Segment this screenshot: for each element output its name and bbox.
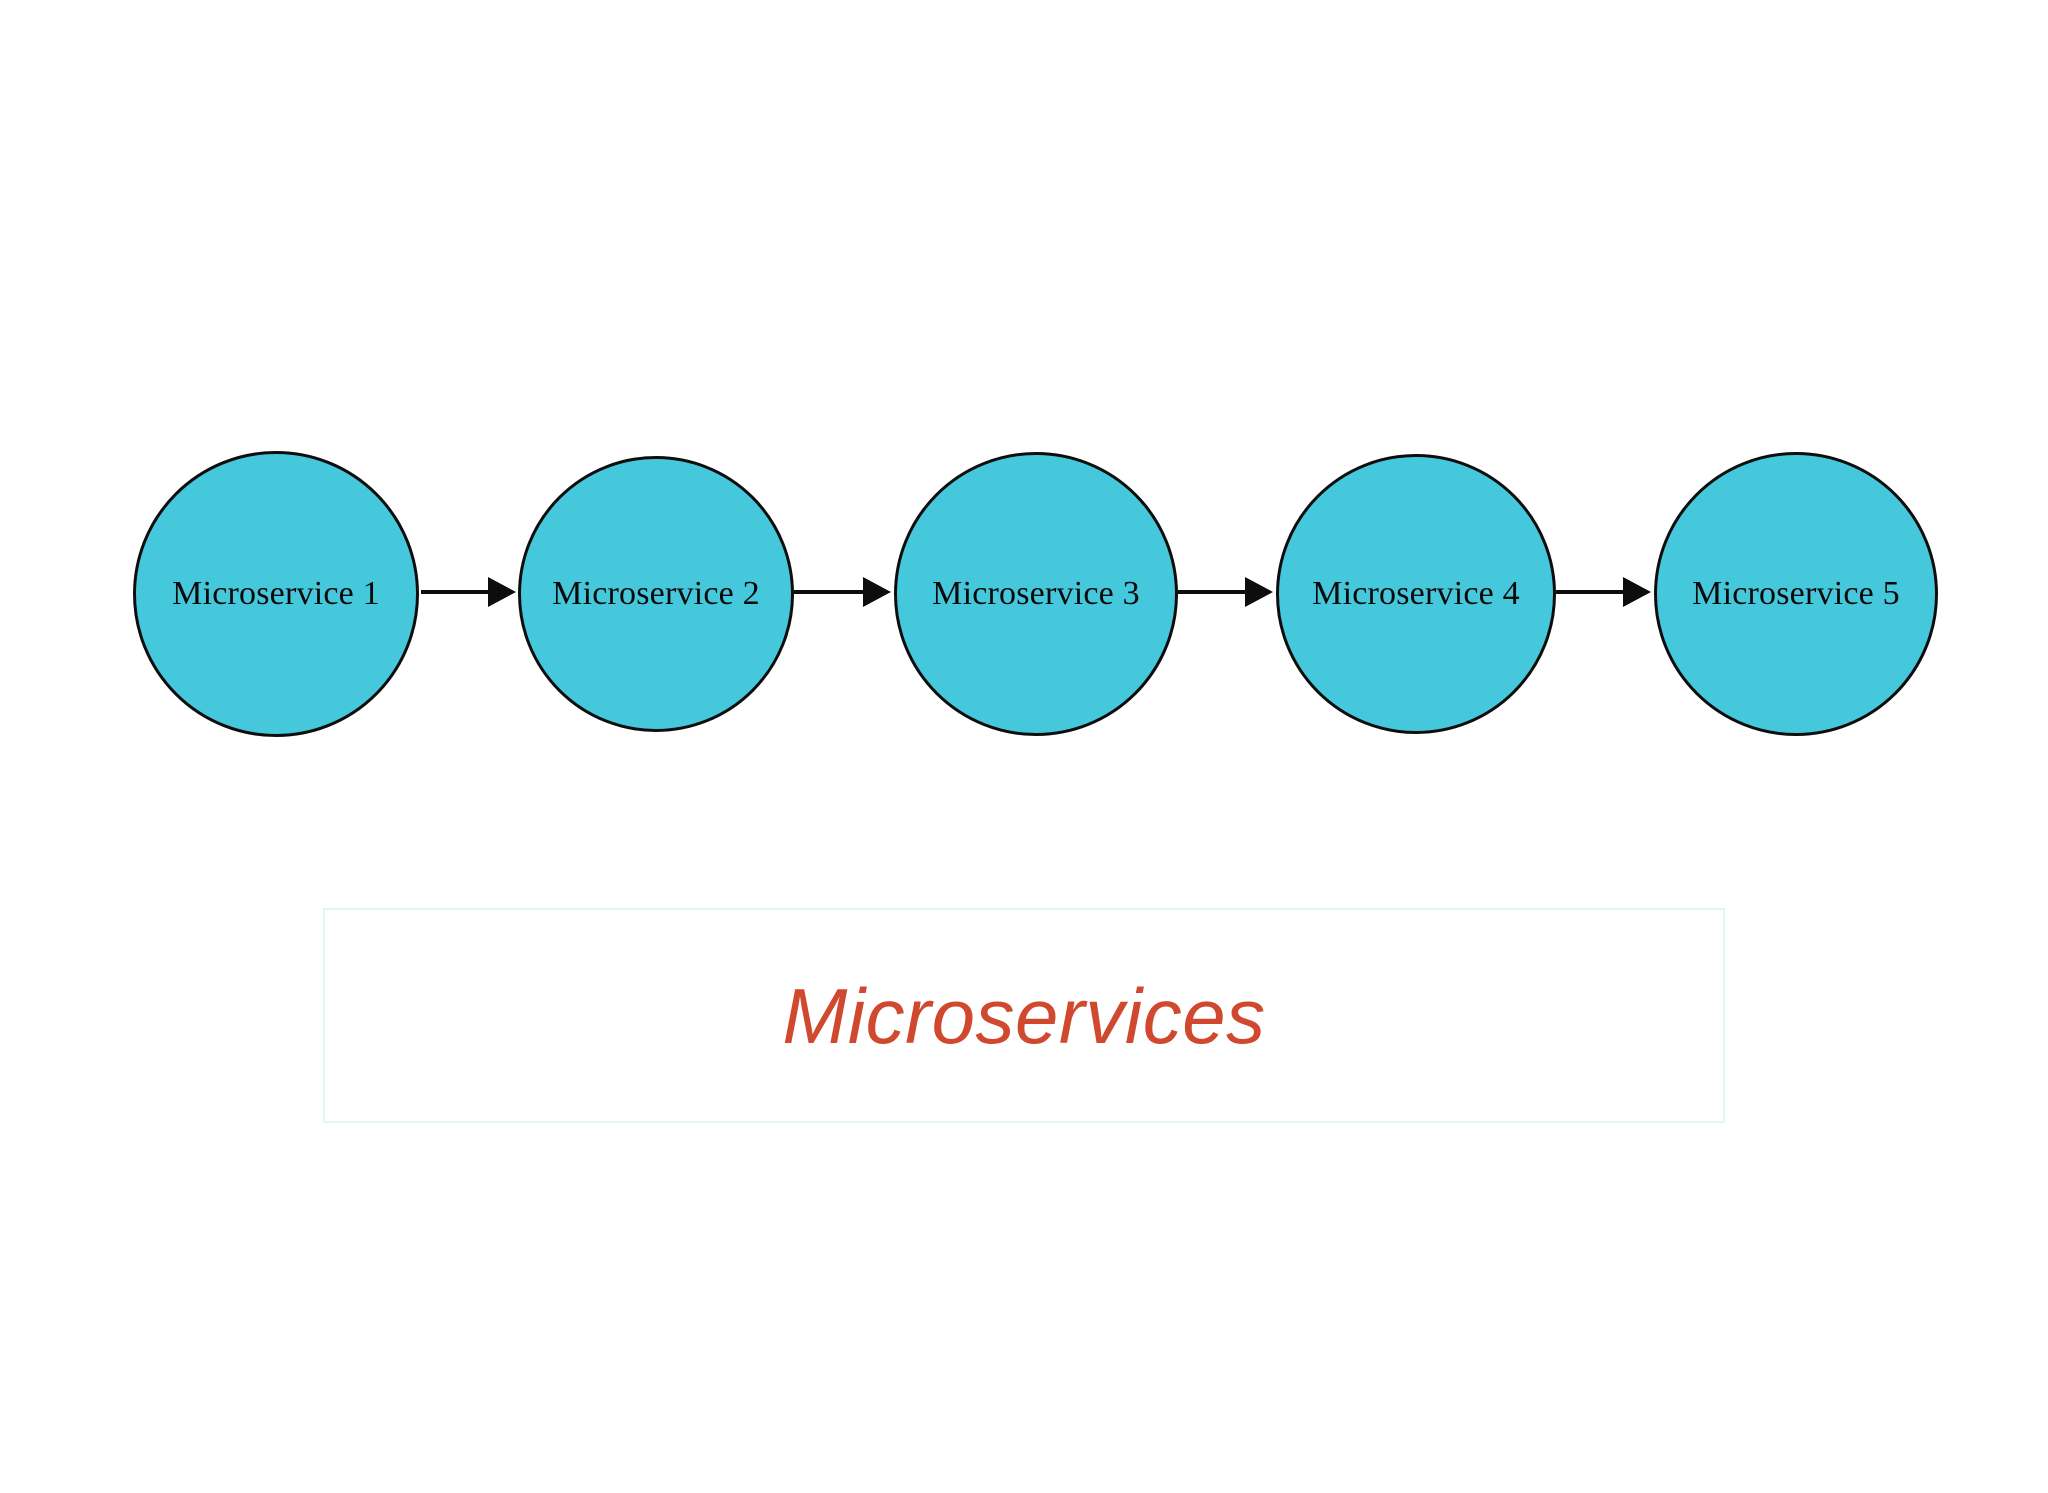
node-microservice-1[interactable]: Microservice 1 bbox=[133, 451, 419, 737]
node-microservice-2[interactable]: Microservice 2 bbox=[518, 456, 794, 732]
edge-ms3-to-ms4[interactable] bbox=[1178, 590, 1248, 594]
edge-ms4-to-ms5[interactable] bbox=[1556, 590, 1626, 594]
caption-box: Microservices bbox=[323, 908, 1725, 1123]
node-label-microservice-1: Microservice 1 bbox=[172, 575, 380, 612]
arrowhead-ms2-to-ms3 bbox=[863, 577, 891, 607]
edge-ms1-to-ms2[interactable] bbox=[421, 590, 491, 594]
arrowhead-ms3-to-ms4 bbox=[1245, 577, 1273, 607]
node-label-microservice-2: Microservice 2 bbox=[552, 575, 760, 612]
arrowhead-ms4-to-ms5 bbox=[1623, 577, 1651, 607]
node-microservice-3[interactable]: Microservice 3 bbox=[894, 452, 1178, 736]
arrowhead-ms1-to-ms2 bbox=[488, 577, 516, 607]
node-microservice-4[interactable]: Microservice 4 bbox=[1276, 454, 1556, 734]
node-label-microservice-5: Microservice 5 bbox=[1692, 575, 1900, 612]
node-microservice-5[interactable]: Microservice 5 bbox=[1654, 452, 1938, 736]
edge-ms2-to-ms3[interactable] bbox=[794, 590, 866, 594]
node-label-microservice-3: Microservice 3 bbox=[932, 575, 1140, 612]
caption-title: Microservices bbox=[782, 971, 1266, 1060]
node-label-microservice-4: Microservice 4 bbox=[1312, 575, 1520, 612]
